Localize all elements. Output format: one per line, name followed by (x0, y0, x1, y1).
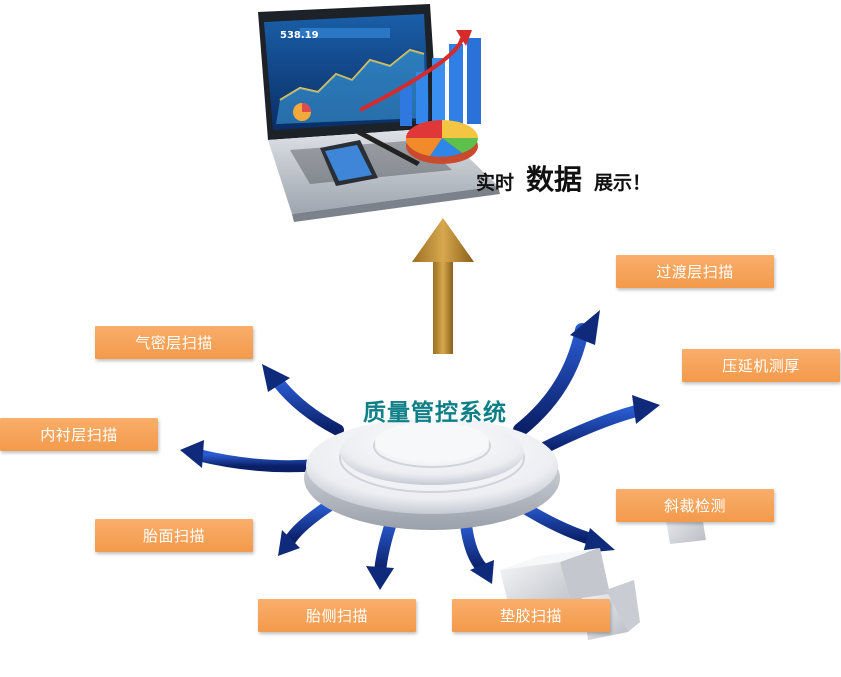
headline: 实时 数据 展示！ (476, 158, 651, 198)
label-neichen: 内衬层扫描 (0, 418, 158, 451)
label-xiecai: 斜裁检测 (616, 489, 774, 522)
label-taimian: 胎面扫描 (95, 519, 253, 552)
arrow-taimian-icon (284, 499, 336, 546)
arrow-dianjiao-icon (460, 519, 488, 574)
headline-part1: 实时 (476, 172, 515, 194)
center-title: 质量管控系统 (363, 400, 507, 426)
arrow-taice-icon (374, 514, 398, 578)
label-dianjiao: 垫胶扫描 (452, 599, 610, 632)
label-qimi: 气密层扫描 (95, 326, 253, 359)
headline-part2: 数据 (526, 163, 583, 196)
radial-arrowheads (180, 310, 660, 590)
label-guodu: 过渡层扫描 (616, 255, 774, 288)
arrow-qimi-icon (272, 376, 344, 436)
screen-ticker-value: 538.19 (280, 30, 319, 41)
laptop-illustration (258, 4, 500, 222)
up-arrow-icon (412, 218, 474, 354)
arrow-neichen-icon (192, 449, 324, 473)
label-yayan: 压延机测厚 (682, 349, 840, 382)
label-taice: 胎侧扫描 (258, 599, 416, 632)
center-platform (304, 418, 560, 530)
arrow-yayan-icon (534, 404, 646, 456)
headline-part3: 展示！ (594, 172, 652, 194)
arrow-guodu-icon (513, 323, 589, 437)
